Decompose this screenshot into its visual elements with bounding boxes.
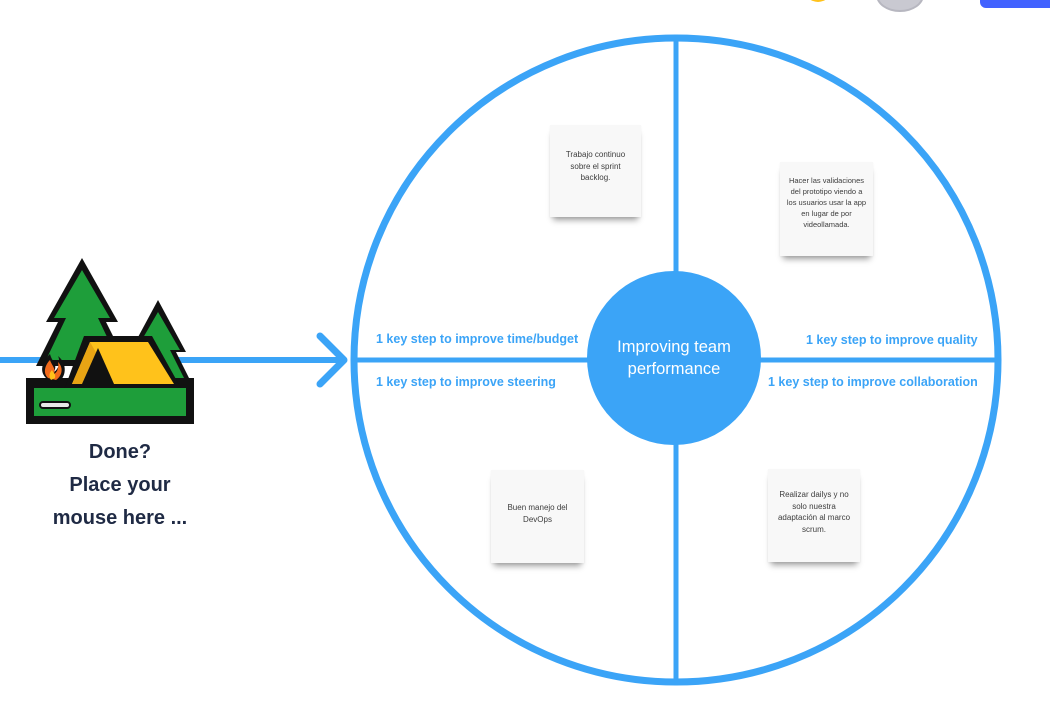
sticky-note[interactable]: Realizar dailys y no solo nuestra adapta… — [768, 469, 860, 562]
center-title: Improving team performance — [617, 338, 731, 378]
collaborator-avatar-icon[interactable] — [802, 0, 842, 10]
label-quality: 1 key step to improve quality — [806, 333, 978, 347]
camping-tent-icon[interactable] — [24, 256, 196, 426]
share-button[interactable] — [980, 0, 1050, 8]
sticky-note[interactable]: Hacer las validaciones del prototipo vie… — [780, 162, 873, 256]
label-time-budget: 1 key step to improve time/budget — [376, 332, 579, 346]
center-circle — [587, 271, 761, 445]
sticky-note[interactable]: Trabajo continuo sobre el sprint backlog… — [550, 125, 641, 217]
outer-circle — [350, 34, 1002, 686]
sticky-note[interactable]: Buen manejo del DevOps — [491, 470, 584, 563]
done-prompt[interactable]: Done? Place your mouse here ... — [52, 441, 188, 529]
arrow-right-icon — [316, 332, 348, 388]
label-collaboration: 1 key step to improve collaboration — [768, 375, 978, 389]
label-steering: 1 key step to improve steering — [376, 375, 556, 389]
